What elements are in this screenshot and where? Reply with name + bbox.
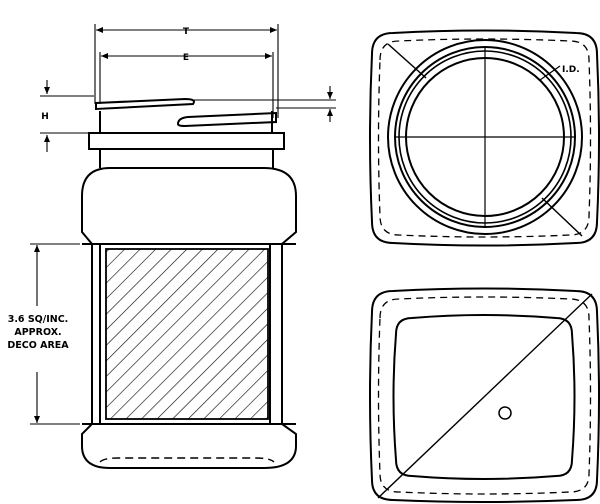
deco-note-line2: APPROX. [14, 327, 61, 338]
jar-body-outline [81, 167, 297, 469]
thread-lower [176, 111, 277, 128]
deco-note-line1: 3.6 SQ/INC. [8, 314, 69, 325]
neck-finish [99, 111, 273, 133]
top-diagonal-upper-left [387, 43, 427, 79]
top-view [369, 29, 600, 247]
neck [99, 149, 274, 168]
base-footprint-dashed [99, 457, 275, 463]
deco-note-line3: DECO AREA [7, 340, 69, 351]
deco-area-hatch [105, 248, 269, 420]
bottom-view [369, 287, 600, 503]
e-label: E [183, 53, 189, 63]
neck-outer-circle [387, 39, 583, 235]
dimension-lines [30, 24, 336, 425]
neck-collar [88, 132, 285, 150]
top-diagonal-lower-right [541, 197, 583, 237]
top-outline [369, 29, 600, 247]
base-panel [392, 314, 576, 480]
front-view [81, 97, 297, 469]
bottom-outline-dashed [377, 296, 592, 495]
bottom-diagonal [377, 293, 593, 499]
id-label: I.D. [562, 65, 580, 75]
thread-upper [95, 97, 195, 111]
t-label: T [183, 27, 190, 37]
top-outline-dashed [377, 38, 592, 238]
deco-note: 3.6 SQ/INC. APPROX. DECO AREA [0, 308, 78, 368]
gate-mark [498, 406, 512, 420]
bottom-outline [369, 287, 600, 503]
id-leader [539, 65, 561, 81]
h-label: H [41, 112, 49, 122]
